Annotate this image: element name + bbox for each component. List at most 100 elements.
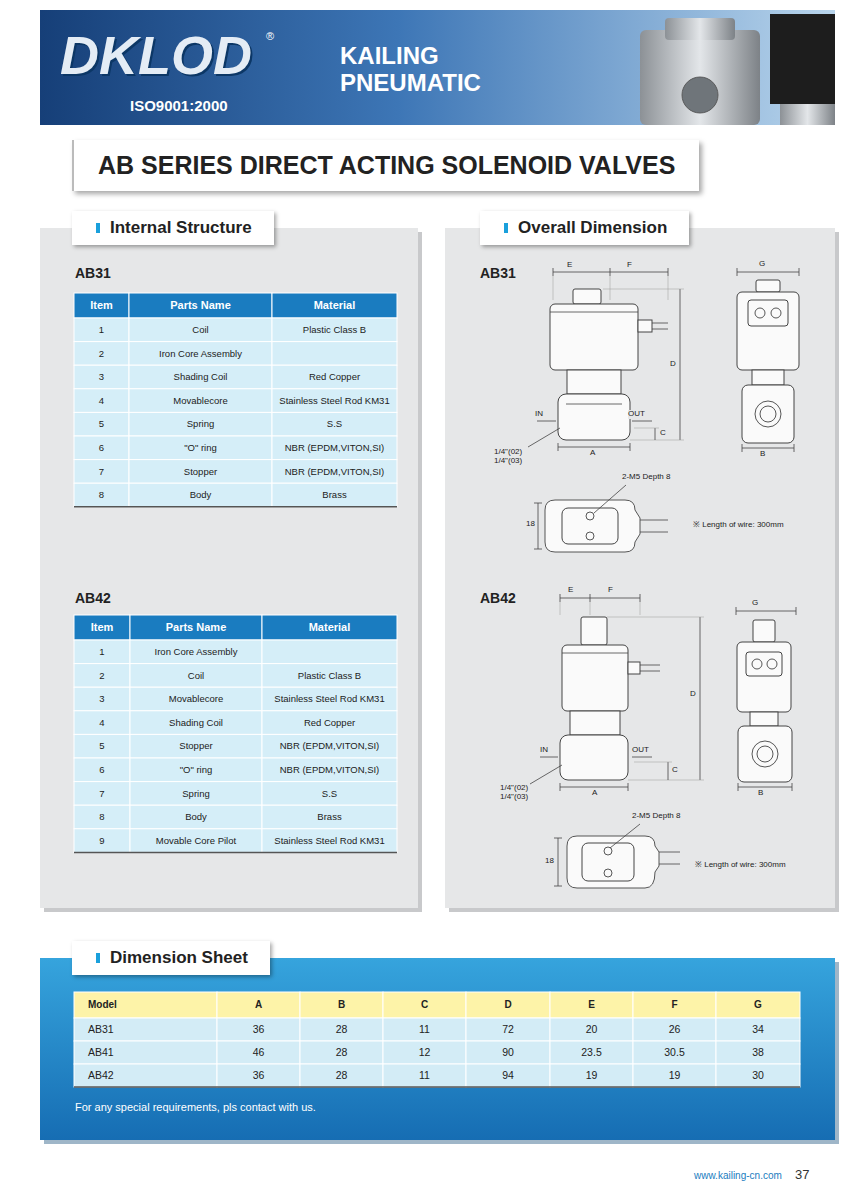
table-cell-text: 5	[74, 412, 129, 436]
table-cell	[74, 782, 130, 806]
leader-line	[537, 421, 556, 422]
table-cell	[74, 1041, 217, 1064]
table-header: F	[633, 992, 716, 1018]
table-cell	[383, 1064, 466, 1087]
table-cell-text: AB42	[74, 1064, 217, 1087]
leader-line	[528, 428, 560, 447]
table-cell-text: AB41	[74, 1041, 217, 1064]
table-cell	[130, 805, 262, 829]
table-cell-text: 12	[383, 1041, 466, 1064]
dimension-line	[534, 503, 542, 504]
table-cell	[130, 687, 262, 711]
dimension-line	[799, 268, 800, 276]
dimension-line	[558, 443, 559, 451]
bottom-view-outline	[567, 836, 659, 888]
lead-wire	[640, 671, 660, 672]
table-cell	[466, 1064, 550, 1087]
extension-line	[634, 762, 672, 763]
table-cell	[272, 436, 397, 460]
extension-line	[560, 602, 561, 615]
mounting-hole	[604, 869, 612, 877]
table-cell	[130, 782, 262, 806]
extension-line	[610, 276, 611, 300]
table-cell-text: 23.5	[550, 1041, 633, 1064]
table-cell-text: 9	[74, 829, 130, 853]
table-cell	[716, 1064, 800, 1087]
blue-band	[40, 958, 835, 1140]
dimension-label: 1/4"(02)	[500, 784, 528, 793]
table-cell	[550, 1064, 633, 1087]
table-cell	[217, 1041, 300, 1064]
table-cell	[74, 640, 130, 664]
table-cell	[272, 483, 397, 507]
table-cell-text: 8	[74, 805, 130, 829]
bottom-view-outline	[545, 500, 640, 552]
table-cell-text: 19	[633, 1064, 716, 1087]
dimension-label: C	[660, 429, 666, 438]
table-cell-text: Movable Core Pilot	[130, 829, 262, 853]
lead-wire	[652, 329, 668, 330]
valve-coil	[737, 292, 799, 370]
table-cell-text: Stopper	[129, 460, 272, 484]
table-header-cell	[300, 992, 383, 1018]
terminal-screw	[755, 308, 765, 318]
table-cell-text: AB31	[74, 1018, 217, 1041]
table-cell	[74, 664, 130, 688]
dimension-label: D	[670, 360, 676, 369]
table-cell	[130, 711, 262, 735]
table-rule	[74, 1086, 800, 1088]
dimension-line	[558, 838, 559, 886]
table-cell	[74, 436, 129, 460]
mounting-hole	[586, 512, 594, 520]
table-cell-text: 19	[550, 1064, 633, 1087]
dimension-label: OUT	[628, 410, 645, 419]
extension-line	[630, 440, 684, 441]
table-cell	[74, 734, 130, 758]
table-cell-text: 4	[74, 389, 129, 413]
table-cell	[262, 687, 397, 711]
extension-line	[668, 276, 669, 300]
dimension-line	[553, 272, 668, 273]
terminal-screw	[767, 659, 777, 669]
dimension-line	[668, 268, 669, 276]
leader-line	[594, 485, 626, 513]
table-header-cell	[130, 615, 262, 640]
table-cell	[129, 483, 272, 507]
table-cell	[217, 1018, 300, 1041]
page-number: 37	[795, 1168, 809, 1182]
extension-line	[640, 602, 641, 615]
table-cell	[633, 1018, 716, 1041]
table-cell	[272, 412, 397, 436]
mounting-hole	[604, 847, 612, 855]
table-cell-text: NBR (EPDM,VITON,SI)	[262, 734, 397, 758]
leader-line	[530, 765, 562, 784]
table-cell	[129, 436, 272, 460]
table-cell-text: 36	[217, 1064, 300, 1087]
extension-line	[634, 428, 659, 429]
dimension-line	[553, 268, 554, 276]
table-header-cell	[633, 992, 716, 1018]
table-cell	[550, 1041, 633, 1064]
dimension-line	[560, 787, 628, 788]
table-cell-text: 1	[74, 640, 130, 664]
dimension-line	[554, 886, 562, 887]
lead-wire	[640, 665, 660, 666]
lead-wire	[652, 323, 668, 324]
valve-part	[550, 312, 638, 313]
dimension-label: C	[672, 766, 678, 775]
section-heading: Overall Dimension	[518, 218, 667, 238]
registered-mark: ®	[266, 30, 274, 42]
terminal-plate	[748, 300, 788, 326]
tab-marker	[96, 953, 100, 963]
table-cell-text: Iron Core Assembly	[130, 640, 262, 664]
dimension-line	[590, 594, 591, 602]
port-circle	[757, 746, 773, 762]
valve-coil	[562, 645, 628, 711]
table-cell-text: 2	[74, 342, 129, 366]
table-cell-text: 72	[466, 1018, 550, 1041]
leader-line	[540, 757, 558, 758]
section-tab: Internal Structure	[72, 211, 274, 245]
table-cell-text: 38	[716, 1041, 800, 1064]
table-cell-text: Stainless Steel Rod KM31	[262, 829, 397, 853]
table-cell-text: 36	[217, 1018, 300, 1041]
